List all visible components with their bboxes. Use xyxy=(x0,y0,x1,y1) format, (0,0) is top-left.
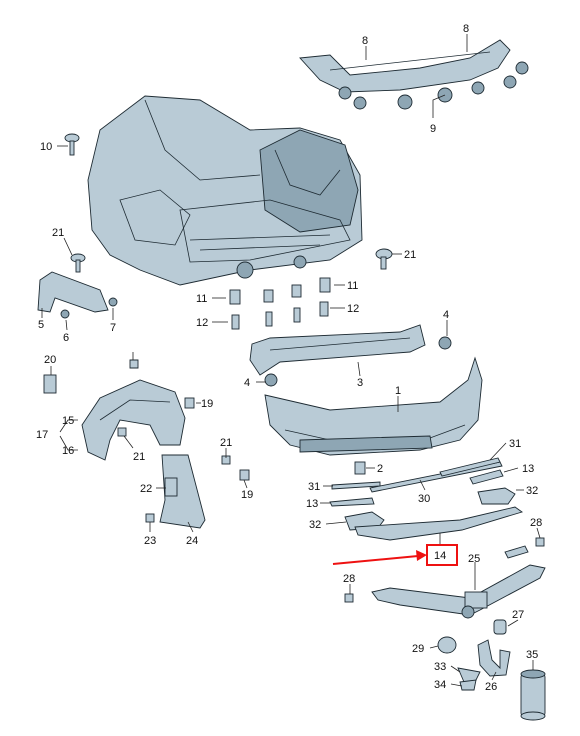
label-20: 20 xyxy=(44,354,56,366)
label-8: 8 xyxy=(362,35,368,47)
label-11: 11 xyxy=(347,280,358,292)
cap-27 xyxy=(493,619,507,635)
leader-lines xyxy=(41,34,541,687)
label-2: 2 xyxy=(377,463,383,475)
clip-19-top xyxy=(184,397,195,409)
wheel-arch-liner xyxy=(81,379,186,461)
bolt-21-arch xyxy=(117,427,127,437)
ball-head-26 xyxy=(477,639,511,677)
label-32: 32 xyxy=(526,485,538,497)
impact-bar-3 xyxy=(249,324,452,387)
label-33: 33 xyxy=(434,661,446,673)
bracket-5 xyxy=(37,271,118,319)
label-24: 24 xyxy=(186,535,198,547)
label-31: 31 xyxy=(509,438,521,450)
reflector-32-right xyxy=(477,487,516,505)
clip-20 xyxy=(43,374,57,394)
clip-19-bottom xyxy=(239,469,250,481)
touch-up-can-35 xyxy=(520,669,546,721)
mudflap-24 xyxy=(159,454,206,529)
label-26: 26 xyxy=(485,681,497,693)
strip-31-right xyxy=(439,457,501,477)
label-23: 23 xyxy=(144,535,156,547)
label-13: 13 xyxy=(522,463,534,475)
nut-29 xyxy=(437,636,457,654)
label-12: 12 xyxy=(196,317,208,329)
strip-13-right xyxy=(469,469,504,485)
label-10: 10 xyxy=(40,141,52,153)
label-14: 14 xyxy=(434,550,446,562)
label-34: 34 xyxy=(434,679,446,691)
label-4: 4 xyxy=(244,377,250,389)
label-21: 21 xyxy=(133,451,145,463)
label-29: 29 xyxy=(412,643,424,655)
label-17: 17 xyxy=(36,429,48,441)
label-27: 27 xyxy=(512,609,524,621)
label-31: 31 xyxy=(308,481,320,493)
rear-body-shell xyxy=(87,95,363,286)
label-11: 11 xyxy=(196,293,207,305)
bracket-8 xyxy=(299,39,529,110)
label-6: 6 xyxy=(63,332,69,344)
label-25: 25 xyxy=(468,553,480,565)
label-5: 5 xyxy=(38,319,44,331)
bumper-cover-1 xyxy=(264,356,483,456)
label-35: 35 xyxy=(526,649,538,661)
nut-18 xyxy=(129,359,139,369)
bolt-28-left xyxy=(344,593,354,603)
label-21: 21 xyxy=(404,249,416,261)
label-21: 21 xyxy=(220,437,232,449)
label-3: 3 xyxy=(357,377,363,389)
label-28: 28 xyxy=(530,517,542,529)
callout-labels: 8 8 9 10 21 21 5 6 7 11 12 11 12 4 4 3 1… xyxy=(36,23,542,693)
label-13: 13 xyxy=(306,498,318,510)
screw-23 xyxy=(145,513,155,523)
label-8: 8 xyxy=(463,23,469,35)
label-22: 22 xyxy=(140,483,152,495)
strip-31-left xyxy=(331,481,381,490)
label-1: 1 xyxy=(395,385,401,397)
label-12: 12 xyxy=(347,303,359,315)
label-19: 19 xyxy=(201,398,213,410)
screw-10 xyxy=(64,133,80,156)
label-4: 4 xyxy=(443,309,449,321)
label-16: 16 xyxy=(62,445,74,457)
bracket-22 xyxy=(164,477,178,497)
clips-11-12 xyxy=(229,277,331,330)
label-32: 32 xyxy=(309,519,321,531)
tow-hitch-25 xyxy=(371,545,546,619)
screw-21-right xyxy=(375,248,393,270)
strip-13-left xyxy=(329,497,375,507)
label-7: 7 xyxy=(110,322,116,334)
highlight-arrow xyxy=(332,550,427,565)
diffuser-14 xyxy=(354,506,524,541)
label-19: 19 xyxy=(241,489,253,501)
label-28: 28 xyxy=(343,573,355,585)
part-34 xyxy=(459,679,477,691)
bolt-28-right xyxy=(535,537,545,547)
clip-2 xyxy=(354,461,366,475)
screw-21-left xyxy=(70,253,86,273)
label-9: 9 xyxy=(430,123,436,135)
label-30: 30 xyxy=(418,493,430,505)
label-15: 15 xyxy=(62,415,74,427)
label-21: 21 xyxy=(52,227,64,239)
